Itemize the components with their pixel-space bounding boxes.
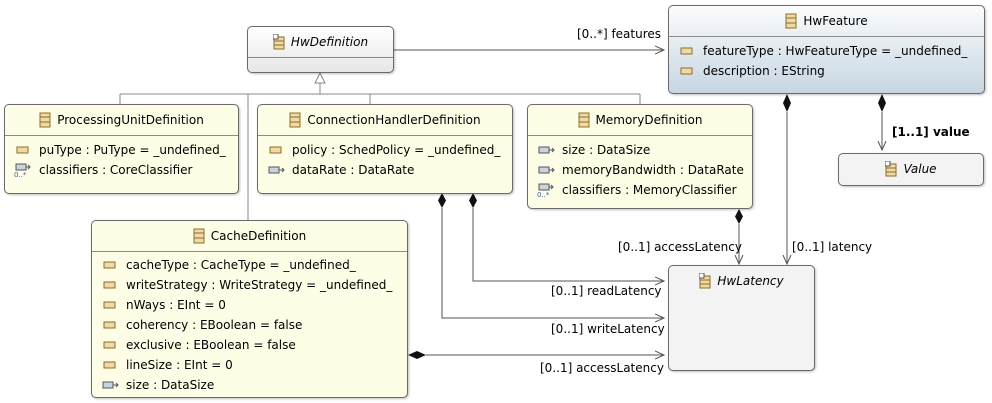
read-latency-edge <box>472 208 664 281</box>
attribute-text: coherency : EBoolean = false <box>126 318 303 332</box>
eclass-icon <box>578 112 590 128</box>
ereference-icon <box>267 163 287 177</box>
attribute-row[interactable]: writeStrategy : WriteStrategy = _undefin… <box>92 275 407 295</box>
attribute-text: lineSize : EInt = 0 <box>126 358 233 372</box>
attribute-text: writeStrategy : WriteStrategy = _undefin… <box>126 278 393 292</box>
eclass-icon <box>39 112 51 128</box>
class-memory-definition[interactable]: MemoryDefinition size : DataSize memoryB… <box>527 104 753 209</box>
read-latency-label: [0..1] readLatency <box>551 284 662 298</box>
many-reference-icon: 0..* <box>537 183 557 199</box>
attribute-row[interactable]: featureType : HwFeatureType = _undefined… <box>669 41 984 61</box>
class-name: HwFeature <box>803 14 868 28</box>
attribute-row[interactable]: puType : PuType = _undefined_ <box>5 140 238 160</box>
class-name: HwLatency <box>717 274 784 288</box>
attribute-text: nWays : EInt = 0 <box>126 298 226 312</box>
eattribute-icon <box>101 318 121 332</box>
attribute-row[interactable]: memoryBandwidth : DataRate <box>528 160 752 180</box>
class-hw-latency[interactable]: HwLatency <box>668 265 815 371</box>
attribute-text: size : DataSize <box>562 143 651 157</box>
attribute-row[interactable]: cacheType : CacheType = _undefined_ <box>92 255 407 275</box>
attribute-row[interactable]: exclusive : EBoolean = false <box>92 335 407 355</box>
eattribute-icon <box>678 64 698 78</box>
write-latency-edge <box>441 208 664 318</box>
attribute-row[interactable]: 0..* classifiers : CoreClassifier <box>5 160 238 180</box>
eclass-icon <box>785 13 797 29</box>
generalization-triangle <box>314 71 326 84</box>
eclass-icon <box>698 272 711 289</box>
attribute-text: memoryBandwidth : DataRate <box>562 163 744 177</box>
cache-access-latency-label: [0..1] accessLatency <box>540 361 664 375</box>
eattribute-icon <box>101 258 121 272</box>
eattribute-icon <box>101 298 121 312</box>
eclass-icon <box>193 228 205 244</box>
attribute-text: policy : SchedPolicy = _undefined_ <box>292 143 501 157</box>
write-latency-label: [0..1] writeLatency <box>551 322 665 336</box>
features-label: [0..*] features <box>577 27 662 41</box>
attribute-row[interactable]: coherency : EBoolean = false <box>92 315 407 335</box>
ereference-icon <box>537 163 557 177</box>
eclass-icon <box>884 160 897 177</box>
eattribute-icon <box>267 143 287 157</box>
class-name: ProcessingUnitDefinition <box>57 113 204 127</box>
value-composition-diamond <box>878 94 886 112</box>
cache-latency-composition-diamond <box>408 351 426 359</box>
attribute-text: dataRate : DataRate <box>292 163 415 177</box>
class-name: CacheDefinition <box>210 229 307 243</box>
eattribute-icon <box>101 278 121 292</box>
attribute-row[interactable]: nWays : EInt = 0 <box>92 295 407 315</box>
memory-latency-composition-diamond <box>735 209 743 224</box>
attribute-text: puType : PuType = _undefined_ <box>39 143 226 157</box>
feature-latency-composition-diamond <box>783 94 791 112</box>
attribute-text: exclusive : EBoolean = false <box>126 338 296 352</box>
eattribute-icon <box>678 44 698 58</box>
attribute-text: cacheType : CacheType = _undefined_ <box>126 258 356 272</box>
eclass-icon <box>272 33 285 50</box>
value-label: [1..1] value <box>892 125 970 139</box>
class-hw-definition[interactable]: HwDefinition <box>247 26 394 73</box>
eclass-icon <box>289 112 301 128</box>
attribute-text: classifiers : CoreClassifier <box>39 163 193 177</box>
attribute-row[interactable]: size : DataSize <box>92 375 407 395</box>
class-hw-feature[interactable]: HwFeature featureType : HwFeatureType = … <box>668 5 985 94</box>
attribute-row[interactable]: lineSize : EInt = 0 <box>92 355 407 375</box>
memory-access-latency-label: [0..1] accessLatency <box>618 240 742 254</box>
class-name: MemoryDefinition <box>595 113 703 127</box>
class-name: ConnectionHandlerDefinition <box>307 113 481 127</box>
attribute-row[interactable]: size : DataSize <box>528 140 752 160</box>
class-name: HwDefinition <box>290 35 369 49</box>
eattribute-icon <box>14 143 34 157</box>
attribute-row[interactable]: 0..* classifiers : MemoryClassifier <box>528 180 752 200</box>
write-latency-composition-diamond <box>438 193 446 208</box>
feature-latency-label: [0..1] latency <box>792 240 873 254</box>
attribute-text: description : EString <box>703 64 825 78</box>
class-cache-definition[interactable]: CacheDefinition cacheType : CacheType = … <box>91 220 408 398</box>
attribute-row[interactable]: policy : SchedPolicy = _undefined_ <box>258 140 512 160</box>
class-value[interactable]: Value <box>838 153 984 186</box>
attribute-text: classifiers : MemoryClassifier <box>562 183 737 197</box>
eattribute-icon <box>101 338 121 352</box>
class-name: Value <box>903 162 937 176</box>
svg-text:0..*: 0..* <box>537 191 550 197</box>
attribute-row[interactable]: description : EString <box>669 61 984 81</box>
class-connection-handler-definition[interactable]: ConnectionHandlerDefinition policy : Sch… <box>257 104 513 194</box>
class-processing-unit-definition[interactable]: ProcessingUnitDefinition puType : PuType… <box>4 104 239 194</box>
attribute-row[interactable]: dataRate : DataRate <box>258 160 512 180</box>
attribute-text: size : DataSize <box>126 378 215 392</box>
eattribute-icon <box>101 358 121 372</box>
many-reference-icon: 0..* <box>14 163 34 179</box>
svg-text:0..*: 0..* <box>14 171 27 177</box>
read-latency-composition-diamond <box>469 193 477 208</box>
ereference-icon <box>101 378 121 392</box>
attribute-text: featureType : HwFeatureType = _undefined… <box>703 44 968 58</box>
ereference-icon <box>537 143 557 157</box>
